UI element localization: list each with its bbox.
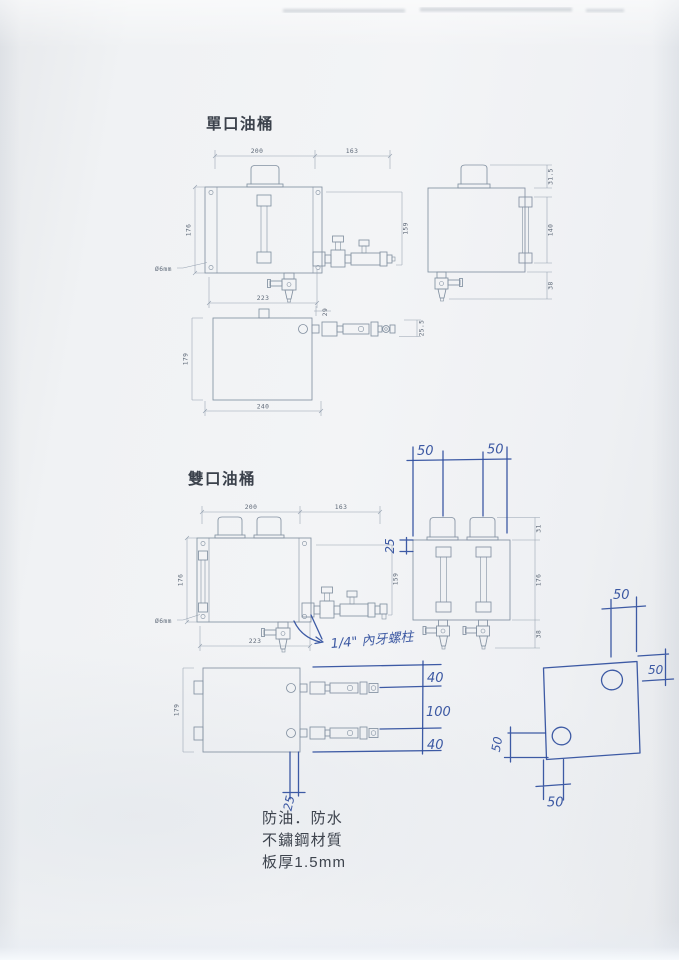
filler-cap-right	[466, 517, 499, 541]
single-side-dimensions: 31.5 140 38	[449, 164, 555, 300]
filler-cap	[457, 164, 491, 189]
dim-bottom-width-label: 223	[257, 295, 270, 302]
dim-glass-height-label: 140	[548, 224, 555, 237]
hw-drain-offset: 25	[281, 794, 298, 812]
sight-glass-gauge-left	[435, 546, 452, 613]
spec-line-oil-water-proof: 防油．防水	[262, 810, 343, 827]
double-front-view: 200 163 176 159 Ø6mm 223 1/4" 內牙螺柱	[155, 504, 416, 653]
double-barrel-drawing: 雙口油桶	[155, 443, 543, 813]
plate-dim-left: 50	[489, 726, 549, 763]
single-barrel-drawing: 單口油桶	[155, 114, 555, 416]
drain-faucet	[261, 621, 291, 653]
handwritten-cap-spacing-dims: 50 50 25	[383, 443, 512, 555]
filler-cap-left	[426, 517, 459, 541]
single-top-view: 179 240 29 25.5	[183, 306, 426, 416]
filler-cap-right	[253, 516, 285, 539]
drain-faucet-left	[422, 619, 450, 650]
hw-port-offset-top: 40	[427, 671, 444, 686]
dim-bottom-width-label: 223	[249, 638, 262, 645]
filler-cap-left	[214, 516, 246, 539]
spec-line-stainless-steel: 不鏽鋼材質	[262, 831, 343, 849]
scan-edge-band	[0, 947, 679, 960]
plate-outline	[542, 660, 641, 761]
fill-port-circle-bottom	[286, 728, 296, 738]
hw-port-spacing: 100	[426, 705, 451, 720]
scan-artifact-top-bleed	[283, 7, 624, 13]
hole-diameter-label: Ø6mm	[155, 617, 172, 625]
hw-cap-spacing-1: 50	[417, 444, 434, 459]
outlet-fitting-assembly	[312, 235, 396, 268]
tank-body	[204, 186, 323, 274]
outlet-fitting-assembly	[301, 586, 388, 620]
mounting-plate-sketch: 50 50 50 50	[489, 588, 675, 811]
plate-dim-left-label: 50	[489, 735, 506, 753]
dim-fitting-height-label: 159	[403, 222, 410, 235]
dim-cap-height-label: 31	[536, 524, 543, 532]
drain-faucet	[267, 272, 297, 303]
double-top-view: 179 40 100 40 25	[174, 660, 451, 812]
double-side-dimensions: 31 176 38	[495, 517, 543, 649]
filler-cap	[246, 165, 284, 188]
hw-cap-offset: 25	[383, 538, 397, 553]
dim-height-label: 176	[186, 224, 193, 237]
dim-fitting-height-label: 159	[393, 573, 400, 586]
dim-body-height-label: 176	[536, 574, 543, 587]
fill-port-circle	[298, 324, 308, 334]
tank-body	[193, 667, 301, 753]
plate-dim-bottom: 50	[535, 758, 572, 811]
dim-depth-label: 179	[174, 704, 181, 717]
dim-width-label: 240	[257, 404, 270, 411]
thread-note-annotation: 1/4" 內牙螺柱	[293, 614, 416, 652]
plate-dim-top-label: 50	[613, 588, 630, 603]
sight-glass-gauge	[518, 196, 533, 264]
single-top-dimensions: 179 240 29 25.5	[183, 306, 426, 416]
sight-glass-gauge	[198, 550, 208, 613]
dim-faucet-height-label: 38	[536, 630, 543, 638]
fill-port-circle-top	[286, 683, 296, 693]
outlet-fitting-assembly	[311, 321, 396, 337]
handwritten-port-spacing-dims: 40 100 40 25	[281, 660, 451, 812]
dim-fitting-width-label: 163	[346, 148, 359, 155]
tank-body	[427, 187, 526, 273]
hw-port-offset-bottom: 40	[427, 738, 444, 753]
hole-diameter-label: Ø6mm	[155, 265, 172, 273]
single-barrel-title: 單口油桶	[206, 114, 274, 133]
double-barrel-title: 雙口油桶	[188, 469, 256, 488]
plate-dim-right: 50	[637, 648, 675, 687]
tank-body	[196, 537, 312, 623]
drain-faucet	[434, 271, 463, 302]
thread-note-text: 1/4" 內牙螺柱	[330, 630, 416, 652]
dim-width-label: 200	[251, 148, 264, 155]
dim-height-label: 176	[178, 574, 185, 587]
plate-hole-bottom-left	[551, 726, 572, 746]
outlet-fitting-assembly-top	[299, 681, 379, 695]
tank-body	[412, 539, 511, 621]
plate-hole-top-right	[600, 669, 624, 691]
single-front-dimensions: 200 163 176 159 Ø6mm 223	[155, 148, 410, 308]
dim-cap-height-label: 31.5	[548, 168, 555, 185]
dim-fitting-offset-label: 25.5	[419, 320, 426, 337]
tank-body	[212, 308, 313, 401]
single-front-view: 200 163 176 159 Ø6mm 223	[155, 148, 410, 308]
dim-fitting-width-label: 163	[335, 504, 348, 511]
double-side-view: 31 176 38 50 50 25	[383, 443, 543, 650]
double-front-dimensions: 200 163 176 159 Ø6mm 223	[155, 504, 400, 651]
hw-cap-spacing-2: 50	[487, 443, 504, 458]
plate-dim-right-label: 50	[648, 663, 664, 677]
dim-width-label: 200	[245, 504, 258, 511]
spec-notes: 防油．防水 不鏽鋼材質 板厚1.5mm	[262, 810, 346, 871]
drain-faucet-right	[462, 619, 490, 650]
dim-faucet-height-label: 38	[548, 281, 555, 289]
sight-glass-gauge-right	[475, 546, 492, 613]
plate-dim-bottom-label: 50	[547, 796, 564, 811]
single-side-view: 31.5 140 38	[427, 164, 555, 302]
dim-tab-label: 29	[322, 308, 329, 316]
outlet-fitting-assembly-bottom	[299, 726, 379, 740]
spec-line-plate-thickness: 板厚1.5mm	[262, 853, 346, 871]
dim-depth-label: 179	[183, 353, 190, 366]
sight-glass-gauge	[256, 194, 272, 264]
double-top-dimensions: 179	[174, 667, 194, 753]
plate-dim-top: 50	[601, 588, 647, 658]
